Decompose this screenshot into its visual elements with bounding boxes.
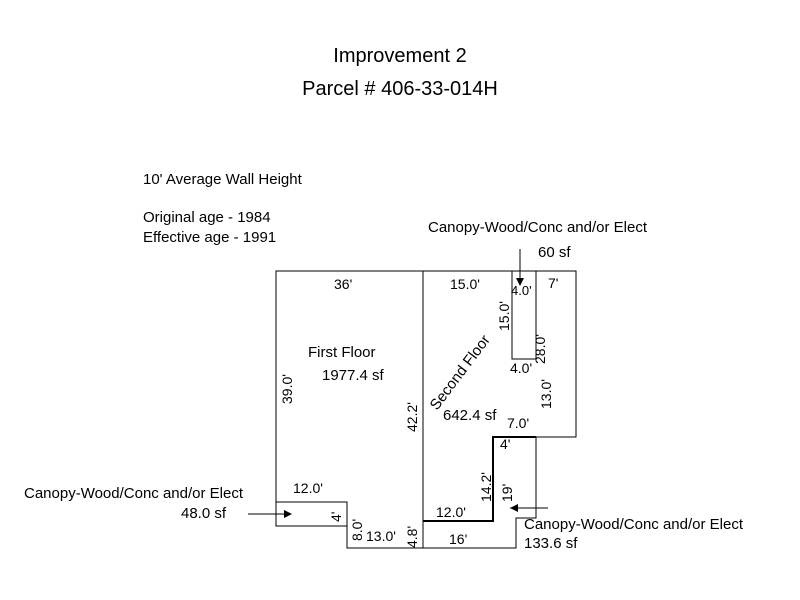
canopy-60-outline — [511, 271, 537, 360]
dim-left-step-vertical: 8.0' — [349, 519, 365, 541]
wall-height-note: 10' Average Wall Height — [143, 171, 302, 188]
dim-small-vertical: 4.8' — [404, 526, 420, 548]
canopy-133-label: Canopy-Wood/Conc and/or Elect — [524, 516, 744, 533]
canopy-133-area: 133.6 sf — [524, 535, 578, 552]
first-floor-label: First Floor — [308, 344, 376, 361]
dim-canopy-top-len: 4.0' — [511, 283, 532, 298]
dim-notch-small: 4' — [500, 436, 510, 452]
dim-top-left: 36' — [334, 276, 352, 292]
dim-canopy-side: 15.0' — [496, 301, 512, 331]
canopy-60-area: 60 sf — [538, 244, 571, 261]
canopy-48-arrowhead — [284, 510, 292, 518]
second-floor-step-line — [423, 436, 536, 522]
dim-left-canopy-side: 4' — [328, 512, 344, 522]
dim-divider: 42.2' — [404, 402, 420, 432]
dim-left-canopy-top: 12.0' — [293, 480, 323, 496]
dim-bottom-mid: 13.0' — [366, 528, 396, 544]
building-outline — [275, 270, 577, 549]
effective-age-note: Effective age - 1991 — [143, 229, 277, 246]
canopy-60-arrowhead — [516, 278, 524, 286]
dim-top-right: 7' — [548, 275, 558, 291]
canopy-48-label: Canopy-Wood/Conc and/or Elect — [24, 485, 244, 502]
parcel-number: Parcel # 406-33-014H — [302, 78, 498, 100]
canopy-48-area: 48.0 sf — [181, 505, 227, 522]
second-floor-label: Second Floor — [427, 332, 494, 413]
dim-right-upper: 28.0' — [532, 334, 548, 364]
page-title: Improvement 2 — [333, 45, 467, 67]
second-floor-area: 642.4 sf — [443, 407, 497, 424]
dim-step-vertical: 14.2' — [478, 472, 494, 502]
dim-step-horizontal: 12.0' — [436, 504, 466, 520]
dim-notch-top: 7.0' — [507, 415, 529, 431]
dim-right-lower: 13.0' — [538, 379, 554, 409]
dim-left: 39.0' — [279, 374, 295, 404]
canopy-60-label: Canopy-Wood/Conc and/or Elect — [428, 219, 648, 236]
first-floor-area: 1977.4 sf — [322, 367, 385, 384]
dim-canopy3-side: 19' — [499, 484, 515, 502]
original-age-note: Original age - 1984 — [143, 209, 271, 226]
dim-bottom-right: 16' — [449, 531, 467, 547]
dim-top-mid: 15.0' — [450, 276, 480, 292]
dim-canopy-bottom: 4.0' — [510, 360, 532, 376]
canopy-133-arrowhead — [510, 504, 518, 512]
